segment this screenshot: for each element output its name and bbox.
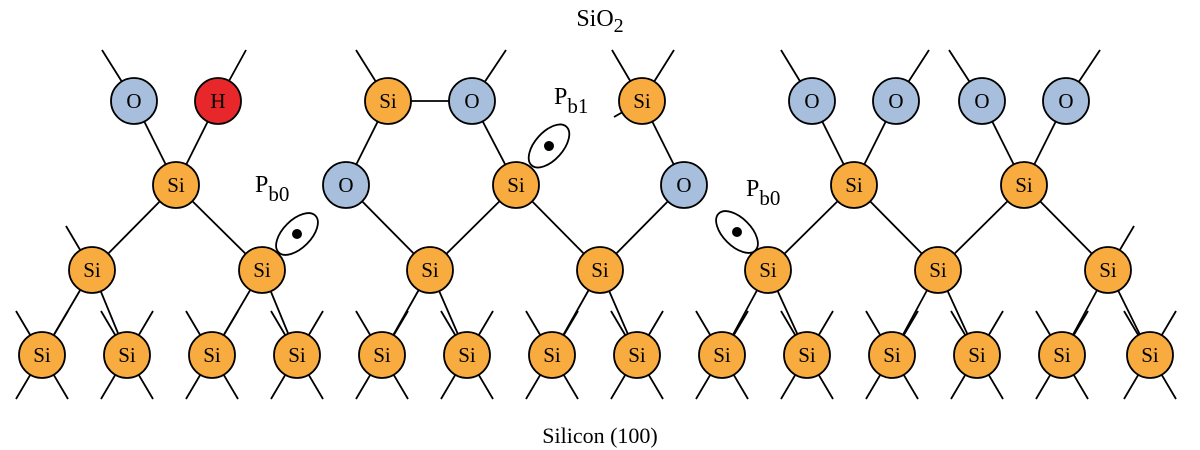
si-atom: Si [576, 246, 624, 294]
svg-text:H: H [210, 89, 225, 113]
o-atom: O [872, 77, 920, 125]
si-atom: Si [358, 331, 406, 379]
o-atom: O [110, 77, 158, 125]
o-atom: O [322, 161, 370, 209]
svg-text:O: O [974, 89, 989, 113]
svg-text:Si: Si [713, 343, 731, 367]
svg-text:Si: Si [373, 343, 391, 367]
svg-text:Si: Si [288, 343, 306, 367]
o-atom: O [448, 77, 496, 125]
svg-text:O: O [676, 173, 691, 197]
svg-text:Si: Si [33, 343, 51, 367]
o-atom: O [958, 77, 1006, 125]
svg-text:Si: Si [845, 173, 863, 197]
si-atom: Si [273, 331, 321, 379]
o-atom: O [660, 161, 708, 209]
o-atom: O [1042, 77, 1090, 125]
si-atom: Si [914, 246, 962, 294]
substrate-label: Silicon (100) [542, 423, 658, 448]
svg-text:Si: Si [1141, 343, 1159, 367]
si-atom: Si [18, 331, 66, 379]
si-atom: Si [188, 331, 236, 379]
svg-text:O: O [888, 89, 903, 113]
svg-text:O: O [338, 173, 353, 197]
dangling-bond-layer [275, 123, 759, 256]
svg-text:Si: Si [421, 258, 439, 282]
svg-text:Si: Si [968, 343, 986, 367]
svg-text:Si: Si [591, 258, 609, 282]
svg-text:Si: Si [203, 343, 221, 367]
si-atom: Si [68, 246, 116, 294]
si-atom: Si [103, 331, 151, 379]
si-atom: Si [1084, 246, 1132, 294]
svg-text:Si: Si [883, 343, 901, 367]
si-atom: Si [1038, 331, 1086, 379]
si-atom: Si [406, 246, 454, 294]
si-atom: Si [443, 331, 491, 379]
svg-text:Si: Si [458, 343, 476, 367]
si-atom: Si [618, 77, 666, 125]
si-atom: Si [238, 246, 286, 294]
diagram-title: SiO2 [576, 6, 623, 37]
svg-text:Si: Si [167, 173, 185, 197]
svg-text:Si: Si [759, 258, 777, 282]
si-atom: Si [868, 331, 916, 379]
si-atom: Si [528, 331, 576, 379]
si-atom: Si [698, 331, 746, 379]
si-atom: Si [152, 161, 200, 209]
si-atom: Si [953, 331, 1001, 379]
svg-text:Si: Si [1053, 343, 1071, 367]
svg-text:Si: Si [1099, 258, 1117, 282]
svg-text:Si: Si [633, 89, 651, 113]
defect-label-Pb1: Pb1 [554, 84, 588, 118]
svg-text:Si: Si [543, 343, 561, 367]
o-atom: O [788, 77, 836, 125]
si-atom: Si [492, 161, 540, 209]
si-atom: Si [1000, 161, 1048, 209]
svg-text:O: O [126, 89, 141, 113]
si-atom: Si [744, 246, 792, 294]
svg-text:O: O [464, 89, 479, 113]
svg-text:Si: Si [628, 343, 646, 367]
si-atom: Si [613, 331, 661, 379]
si-atom: Si [1126, 331, 1174, 379]
svg-text:Si: Si [798, 343, 816, 367]
dangling-bond-lobe [275, 212, 319, 256]
svg-text:Si: Si [507, 173, 525, 197]
si-atom: Si [364, 77, 412, 125]
svg-text:O: O [804, 89, 819, 113]
svg-text:Si: Si [929, 258, 947, 282]
h-atom: H [194, 77, 242, 125]
dangling-bond-lobe [527, 123, 571, 169]
si-atom: Si [830, 161, 878, 209]
svg-text:Si: Si [118, 343, 136, 367]
defect-label-Pb0: Pb0 [746, 176, 780, 210]
svg-text:Si: Si [1015, 173, 1033, 197]
svg-text:O: O [1058, 89, 1073, 113]
svg-text:Si: Si [379, 89, 397, 113]
defect-label-Pb0: Pb0 [255, 172, 289, 206]
svg-text:Si: Si [83, 258, 101, 282]
svg-text:Si: Si [253, 258, 271, 282]
si-atom: Si [783, 331, 831, 379]
